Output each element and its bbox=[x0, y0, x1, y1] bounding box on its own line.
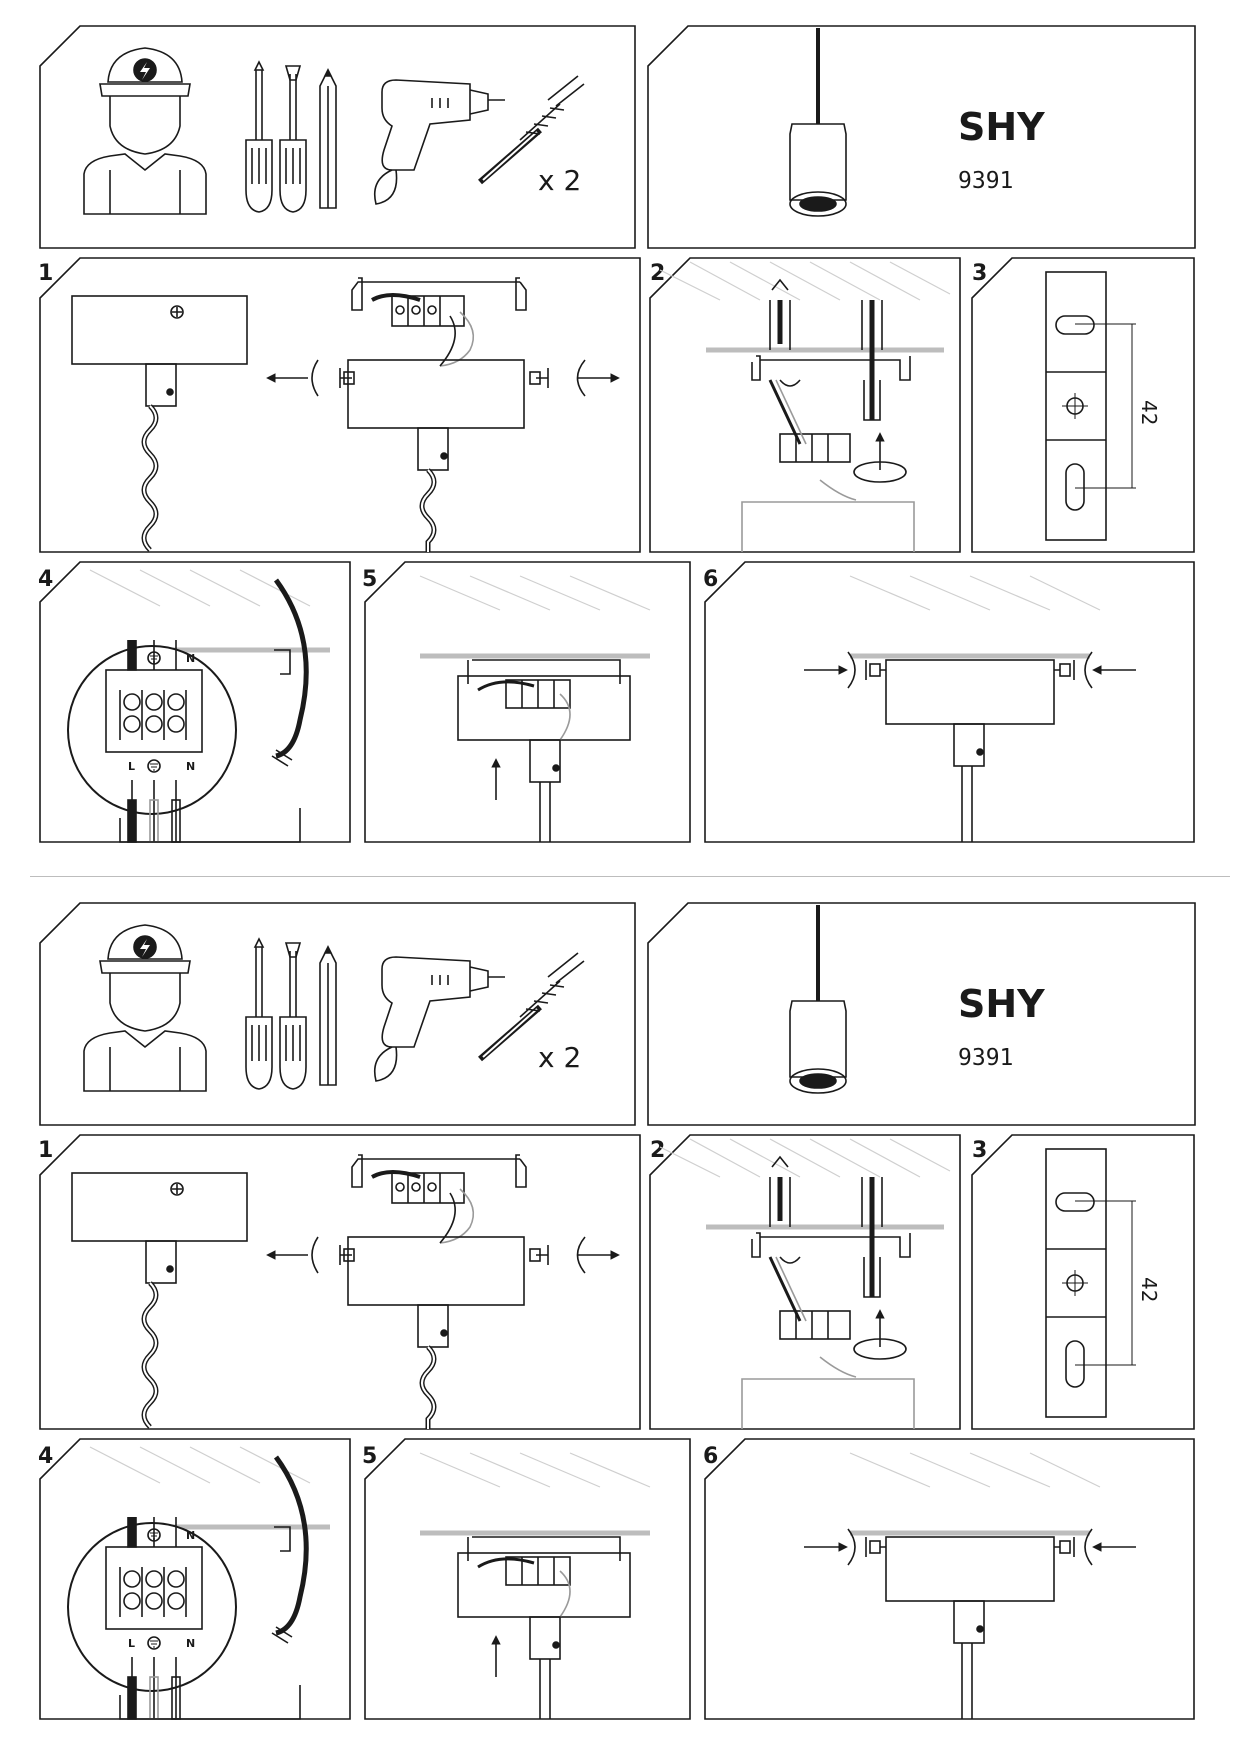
step-number: 4 bbox=[38, 567, 53, 592]
step-4-panel: 4 L N bbox=[38, 1438, 351, 1720]
pencil-icon bbox=[319, 68, 337, 209]
step-number: 2 bbox=[650, 1138, 665, 1163]
terminal-label-n: N bbox=[186, 760, 195, 773]
step-number: 2 bbox=[650, 261, 665, 286]
product-name: SHY bbox=[958, 105, 1045, 149]
step-1-panel: 1 bbox=[38, 1134, 641, 1430]
tools-panel: x 2 bbox=[39, 25, 636, 249]
step-2-panel: 2 bbox=[649, 1134, 961, 1430]
sheet-bottom: x 2 SHY 9391 1 bbox=[0, 877, 1241, 1754]
terminal-label-l: L bbox=[128, 760, 135, 773]
electrician-icon bbox=[83, 924, 207, 1092]
phillips-screwdriver-icon bbox=[245, 60, 273, 213]
step-number: 1 bbox=[38, 1138, 53, 1163]
pencil-icon bbox=[319, 945, 337, 1086]
step-number: 3 bbox=[972, 261, 987, 286]
phillips-screwdriver-icon bbox=[245, 937, 273, 1090]
terminal-label-l: L bbox=[128, 652, 135, 665]
step-number: 6 bbox=[703, 567, 718, 592]
product-code: 9391 bbox=[958, 1045, 1013, 1071]
step-4-panel: 4 L N bbox=[38, 561, 351, 843]
pendant-lamp-icon bbox=[789, 28, 847, 217]
flat-screwdriver-icon bbox=[279, 942, 307, 1090]
electrician-icon bbox=[83, 47, 207, 215]
dimension-label: 42 bbox=[1137, 1277, 1161, 1302]
pendant-lamp-icon bbox=[789, 905, 847, 1094]
earth-icon bbox=[147, 651, 161, 665]
step-number: 3 bbox=[972, 1138, 987, 1163]
step-6-panel: 6 bbox=[703, 561, 1195, 843]
cut-line bbox=[30, 876, 1230, 877]
wall-plug-screw-icon bbox=[478, 75, 585, 185]
step-number: 4 bbox=[38, 1444, 53, 1469]
step-3-panel: 3 42 bbox=[971, 1134, 1195, 1430]
flat-screwdriver-icon bbox=[279, 65, 307, 213]
step-number: 1 bbox=[38, 261, 53, 286]
terminal-label-n: N bbox=[186, 652, 195, 665]
step-number: 6 bbox=[703, 1444, 718, 1469]
sheet-top: x 2 SHY 9391 1 bbox=[38, 25, 1196, 843]
product-name: SHY bbox=[958, 982, 1045, 1026]
step-3-panel: 3 42 bbox=[971, 257, 1195, 553]
step-5-panel: 5 bbox=[362, 561, 691, 843]
earth-icon bbox=[147, 759, 161, 773]
instruction-sheet: x 2 SHY 9391 1 bbox=[38, 902, 1196, 1720]
step-number: 5 bbox=[362, 567, 377, 592]
product-code: 9391 bbox=[958, 168, 1013, 194]
terminal-label-n: N bbox=[186, 1529, 195, 1542]
step-number: 5 bbox=[362, 1444, 377, 1469]
anchor-quantity-label: x 2 bbox=[538, 1041, 581, 1074]
product-panel: SHY 9391 bbox=[647, 902, 1196, 1126]
terminal-block-detail bbox=[105, 1517, 301, 1720]
anchor-quantity-label: x 2 bbox=[538, 164, 581, 197]
terminal-label-l: L bbox=[128, 1529, 135, 1542]
step-6-panel: 6 bbox=[703, 1438, 1195, 1720]
dimension-label: 42 bbox=[1137, 400, 1161, 425]
step-1-panel: 1 bbox=[38, 257, 641, 553]
terminal-label-n: N bbox=[186, 1637, 195, 1650]
product-panel: SHY 9391 bbox=[647, 25, 1196, 249]
step-2-panel: 2 bbox=[649, 257, 961, 553]
step-5-panel: 5 bbox=[362, 1438, 691, 1720]
instruction-sheet: x 2 SHY 9391 1 bbox=[38, 25, 1196, 843]
drill-icon bbox=[373, 956, 505, 1082]
earth-icon bbox=[147, 1528, 161, 1542]
terminal-block-detail bbox=[105, 640, 301, 843]
tools-panel: x 2 bbox=[39, 902, 636, 1126]
wall-plug-screw-icon bbox=[478, 952, 585, 1062]
earth-icon bbox=[147, 1636, 161, 1650]
drill-icon bbox=[373, 79, 505, 205]
terminal-label-l: L bbox=[128, 1637, 135, 1650]
